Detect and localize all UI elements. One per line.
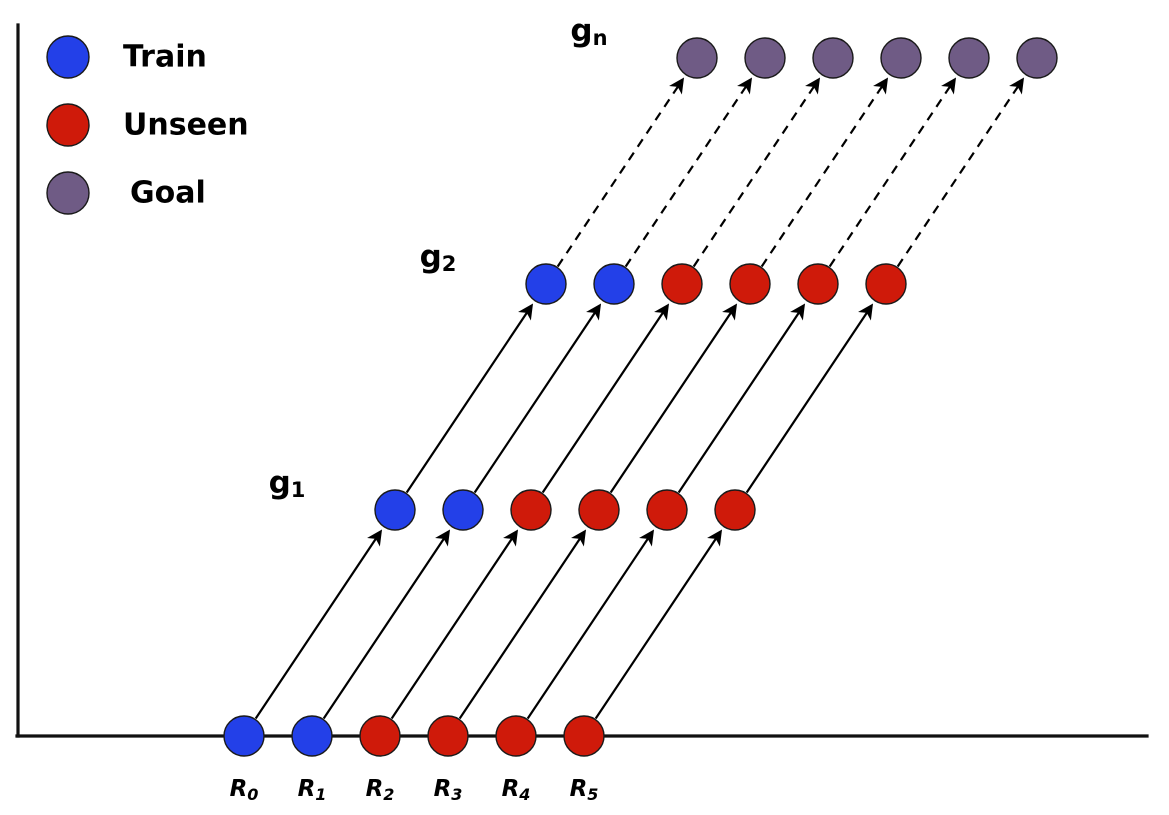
tick-subscript: 5 (587, 785, 598, 804)
row-label-base: g (570, 13, 592, 49)
edge-g1-to-g2-col0 (405, 303, 534, 494)
row-label-subscript: n (593, 26, 608, 50)
edge-baseline-to-g1-col2 (390, 529, 519, 720)
tick-base: R (298, 776, 316, 802)
row-label-base: g (420, 239, 442, 275)
node-baseline-r4[interactable] (495, 715, 537, 757)
node-g2-r1[interactable] (593, 263, 635, 305)
edges-layer (254, 77, 1025, 720)
edge-g2-to-gn-col2 (692, 77, 821, 268)
edge-g2-to-gn-col3 (760, 77, 889, 268)
node-gn-r4[interactable] (948, 37, 990, 79)
edge-g1-to-g2-col3 (609, 303, 738, 494)
legend-label-goal: Goal (130, 176, 206, 211)
node-g1-r2[interactable] (510, 489, 552, 531)
edge-g1-to-g2-col5 (745, 303, 874, 494)
node-g1-r1[interactable] (442, 489, 484, 531)
edge-baseline-to-g1-col1 (322, 529, 451, 720)
legend-label-train: Train (123, 40, 207, 75)
node-baseline-r0[interactable] (223, 715, 265, 757)
node-gn-r1[interactable] (744, 37, 786, 79)
tick-base: R (434, 776, 452, 802)
node-g1-r5[interactable] (714, 489, 756, 531)
row-label-g2: g2 (420, 239, 457, 277)
edge-g1-to-g2-col1 (473, 303, 602, 494)
edge-g2-to-gn-col1 (624, 77, 753, 268)
row-label-g1: g1 (269, 465, 306, 503)
tick-subscript: 2 (383, 785, 394, 804)
tick-subscript: 4 (518, 785, 530, 804)
edge-baseline-to-g1-col0 (254, 529, 383, 720)
tick-subscript: 1 (315, 785, 326, 804)
edge-g1-to-g2-col4 (677, 303, 806, 494)
x-tick-label-0: R0 (230, 776, 259, 804)
x-tick-label-4: R4 (502, 776, 531, 804)
row-label-subscript: 1 (291, 478, 306, 502)
row-label-base: g (269, 465, 291, 501)
tick-subscript: 0 (247, 785, 258, 804)
node-gn-r0[interactable] (676, 37, 718, 79)
tick-subscript: 3 (451, 785, 462, 804)
node-g1-r0[interactable] (374, 489, 416, 531)
edge-g2-to-gn-col5 (896, 77, 1025, 268)
legend-item-train[interactable]: Train (46, 35, 207, 79)
row-label-subscript: 2 (442, 252, 457, 276)
edge-baseline-to-g1-col4 (526, 529, 655, 720)
x-tick-label-3: R3 (434, 776, 463, 804)
filled-circle-icon (46, 103, 90, 147)
x-tick-label-1: R1 (298, 776, 327, 804)
node-baseline-r2[interactable] (359, 715, 401, 757)
node-g2-r0[interactable] (525, 263, 567, 305)
row-label-gn: gn (570, 13, 607, 51)
node-gn-r5[interactable] (1016, 37, 1058, 79)
x-tick-label-5: R5 (570, 776, 599, 804)
legend-item-unseen[interactable]: Unseen (46, 103, 249, 147)
node-g2-r2[interactable] (661, 263, 703, 305)
node-g2-r4[interactable] (797, 263, 839, 305)
filled-circle-icon (46, 35, 90, 79)
node-baseline-r3[interactable] (427, 715, 469, 757)
tick-base: R (230, 776, 248, 802)
edge-baseline-to-g1-col5 (594, 529, 723, 720)
node-g1-r3[interactable] (578, 489, 620, 531)
edge-g2-to-gn-col0 (556, 77, 685, 268)
node-baseline-r5[interactable] (563, 715, 605, 757)
tick-base: R (366, 776, 384, 802)
x-tick-label-2: R2 (366, 776, 395, 804)
legend-label-unseen: Unseen (123, 108, 249, 143)
node-gn-r2[interactable] (812, 37, 854, 79)
edge-g2-to-gn-col4 (828, 77, 957, 268)
edge-g1-to-g2-col2 (541, 303, 670, 494)
tick-base: R (570, 776, 588, 802)
node-gn-r3[interactable] (880, 37, 922, 79)
node-baseline-r1[interactable] (291, 715, 333, 757)
legend-item-goal[interactable]: Goal (46, 171, 206, 215)
nodes-layer (223, 37, 1058, 757)
node-g1-r4[interactable] (646, 489, 688, 531)
node-g2-r3[interactable] (729, 263, 771, 305)
filled-circle-icon (46, 171, 90, 215)
node-g2-r5[interactable] (865, 263, 907, 305)
tick-base: R (502, 776, 520, 802)
edge-baseline-to-g1-col3 (458, 529, 587, 720)
